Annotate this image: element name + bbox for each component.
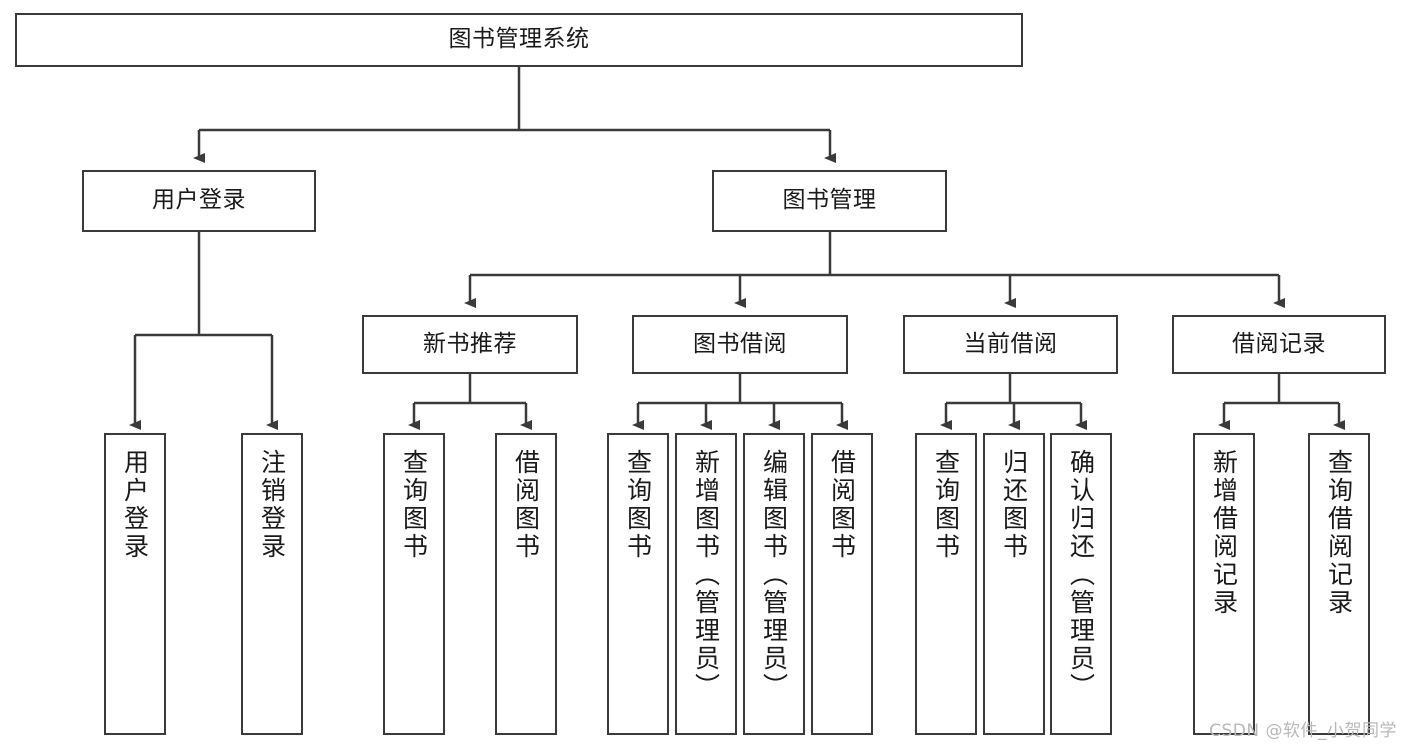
- leaf-user-login-logout-label: 注销登录: [257, 449, 287, 561]
- leaf-book-borrow-add[interactable]: 新增图书（管理员）: [675, 433, 737, 735]
- node-book-borrow-label: 图书借阅: [693, 330, 787, 357]
- node-book-management-label: 图书管理: [782, 187, 877, 214]
- leaf-borrow-record-add[interactable]: 新增借阅记录: [1193, 433, 1255, 735]
- leaf-book-borrow-borrow-label: 借阅图书: [827, 449, 857, 561]
- leaf-user-login-login[interactable]: 用户登录: [104, 433, 166, 735]
- node-current-borrow[interactable]: 当前借阅: [903, 315, 1118, 374]
- leaf-borrow-record-add-label: 新增借阅记录: [1209, 449, 1239, 617]
- node-user-login-label: 用户登录: [152, 187, 246, 214]
- leaf-current-borrow-return-label: 归还图书: [999, 449, 1029, 561]
- leaf-new-book-query-label: 查询图书: [399, 449, 429, 561]
- leaf-book-borrow-query-label: 查询图书: [623, 449, 653, 561]
- leaf-current-borrow-query-label: 查询图书: [931, 449, 961, 561]
- leaf-current-borrow-confirm-return-label: 确认归还（管理员）: [1066, 449, 1096, 701]
- node-borrow-record-label: 借阅记录: [1232, 330, 1326, 357]
- leaf-book-borrow-borrow[interactable]: 借阅图书: [811, 433, 873, 735]
- node-root[interactable]: 图书管理系统: [15, 13, 1023, 67]
- leaf-borrow-record-query[interactable]: 查询借阅记录: [1308, 433, 1370, 735]
- leaf-book-borrow-query[interactable]: 查询图书: [607, 433, 669, 735]
- leaf-user-login-logout[interactable]: 注销登录: [241, 433, 303, 735]
- leaf-book-borrow-edit[interactable]: 编辑图书（管理员）: [743, 433, 805, 735]
- node-new-book-recommend[interactable]: 新书推荐: [362, 315, 578, 374]
- leaf-user-login-login-label: 用户登录: [120, 449, 150, 561]
- node-book-borrow[interactable]: 图书借阅: [632, 315, 848, 374]
- csdn-watermark: CSDN @软件_小贺同学: [1209, 721, 1397, 741]
- node-new-book-recommend-label: 新书推荐: [423, 330, 517, 357]
- leaf-current-borrow-confirm-return[interactable]: 确认归还（管理员）: [1050, 433, 1112, 735]
- leaf-new-book-query[interactable]: 查询图书: [383, 433, 445, 735]
- node-root-label: 图书管理系统: [448, 26, 590, 53]
- node-user-login[interactable]: 用户登录: [82, 170, 316, 232]
- leaf-borrow-record-query-label: 查询借阅记录: [1324, 449, 1354, 617]
- leaf-current-borrow-query[interactable]: 查询图书: [915, 433, 977, 735]
- node-borrow-record[interactable]: 借阅记录: [1172, 315, 1386, 374]
- node-book-management[interactable]: 图书管理: [712, 170, 947, 232]
- leaf-book-borrow-edit-label: 编辑图书（管理员）: [759, 449, 789, 701]
- leaf-book-borrow-add-label: 新增图书（管理员）: [691, 449, 721, 701]
- leaf-new-book-borrow-label: 借阅图书: [511, 449, 541, 561]
- leaf-current-borrow-return[interactable]: 归还图书: [983, 433, 1045, 735]
- leaf-new-book-borrow[interactable]: 借阅图书: [495, 433, 557, 735]
- node-current-borrow-label: 当前借阅: [963, 330, 1058, 357]
